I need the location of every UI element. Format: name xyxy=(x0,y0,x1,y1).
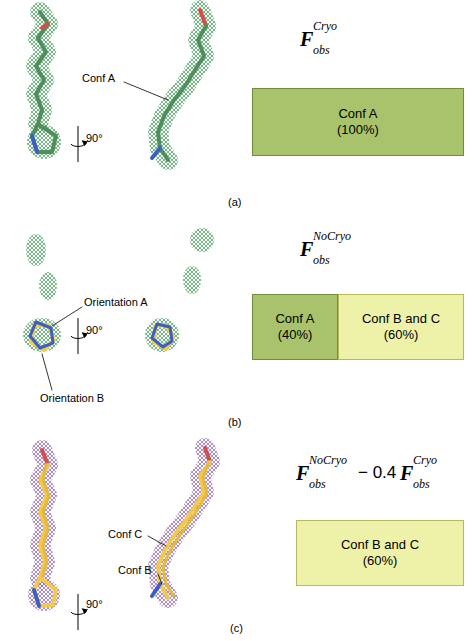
formula-label: Cryo xyxy=(413,454,437,467)
annotation-label: − 0.4 xyxy=(358,464,396,483)
annotation-label: (c) xyxy=(230,622,243,634)
formula-label: Cryo xyxy=(313,20,337,33)
formula-label: obs xyxy=(313,44,330,57)
rotation-symbol xyxy=(71,126,85,630)
panel-b-structure xyxy=(23,228,214,390)
bar-label: Conf A (100%) xyxy=(328,106,388,139)
formula-label: obs xyxy=(309,478,326,491)
conformation-bar: Conf A (40%) xyxy=(252,294,338,360)
formula-label: F xyxy=(300,238,313,260)
annotation-label: Orientation A xyxy=(84,296,148,308)
annotation-label: Conf C xyxy=(108,528,142,540)
annotation-label: 90° xyxy=(86,132,103,144)
formula-label: obs xyxy=(313,254,330,267)
formula-label: F xyxy=(300,28,313,50)
panel-c-structure xyxy=(28,448,210,611)
formula-label: F xyxy=(400,462,413,484)
annotation-label: Orientation B xyxy=(40,392,104,404)
formula-label: NoCryo xyxy=(309,454,347,467)
bar-label: Conf B and C (60%) xyxy=(330,537,430,570)
annotation-label: 90° xyxy=(86,324,103,336)
conformation-bar: Conf B and C (60%) xyxy=(338,294,464,360)
annotation-label: (b) xyxy=(228,416,241,428)
conformation-bar: Conf A (100%) xyxy=(252,88,464,156)
panel-a-structure xyxy=(27,10,206,160)
bar-label: Conf A (40%) xyxy=(260,311,330,344)
conformation-bar: Conf B and C (60%) xyxy=(296,520,464,586)
annotation-label: Conf A xyxy=(82,72,115,84)
formula-label: obs xyxy=(413,478,430,491)
formula-label: F xyxy=(296,462,309,484)
annotation-label: (a) xyxy=(228,196,241,208)
annotation-label: 90° xyxy=(86,598,103,610)
formula-label: NoCryo xyxy=(313,230,351,243)
bar-label: Conf B and C (60%) xyxy=(351,311,451,344)
annotation-label: Conf B xyxy=(118,564,152,576)
